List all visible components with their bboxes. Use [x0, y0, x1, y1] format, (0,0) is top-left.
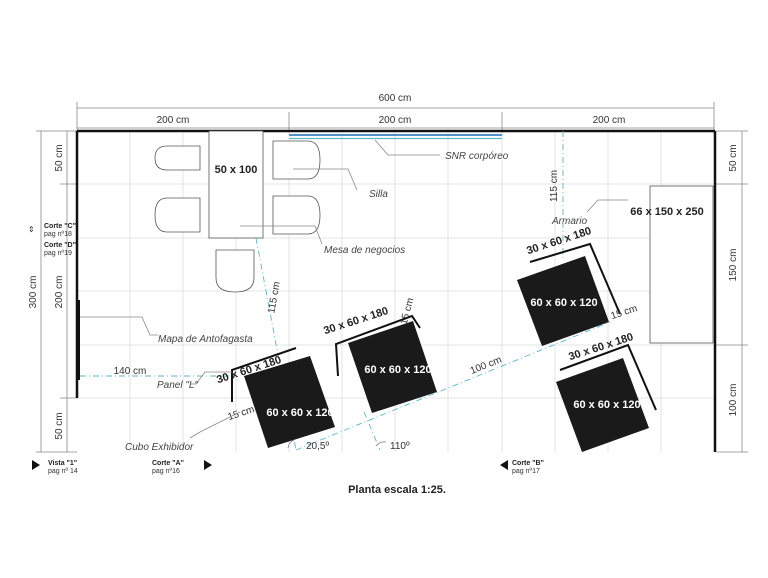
right-arrow-icon: [204, 460, 212, 470]
snr-sign: SNR corpóreo: [289, 134, 509, 162]
panel-label: Panel "L": [157, 380, 198, 391]
left-dimensions: 300 cm 50 cm 200 cm 50 cm: [28, 130, 77, 453]
cabinet: [649, 185, 714, 344]
left-segment-1: 50 cm: [54, 144, 65, 171]
leader-labels: Panel "L" Cubo Exhibidor: [125, 371, 241, 453]
map-area: Mapa de Antofagasta: [78, 300, 253, 380]
vista-1-page: pag nº 14: [48, 468, 78, 475]
mesa-label: Mesa de negocios: [324, 245, 405, 256]
corte-b-label: Corte "B": [512, 460, 544, 467]
corte-c-page: pag nº18: [44, 231, 72, 238]
walls: [75, 129, 717, 452]
l-panel: [334, 314, 421, 377]
chair: [272, 195, 321, 235]
top-dimensions: 600 cm 200 cm 200 cm 200 cm: [76, 93, 715, 134]
updown-arrow-icon: ⇕: [28, 225, 35, 234]
cube-size-label: 60 x 60 x 120: [573, 399, 640, 411]
corte-d-label: Corte "D": [44, 242, 76, 249]
corte-d-page: pag nº19: [44, 250, 72, 257]
right-segment-3: 100 cm: [728, 384, 739, 417]
chair: [272, 140, 321, 180]
measure-15-c: 15 cm: [227, 404, 256, 423]
measure-15-b: 15 cm: [610, 303, 639, 322]
snr-label: SNR corpóreo: [445, 151, 509, 162]
measure-100: 100 cm: [469, 354, 504, 376]
right-dimensions: 50 cm 150 cm 100 cm: [716, 130, 748, 453]
corte-b-page: pag nº17: [512, 468, 540, 475]
width-segment-1: 200 cm: [157, 115, 190, 126]
measure-140: 140 cm: [114, 366, 147, 377]
chair: [154, 145, 201, 171]
width-segment-3: 200 cm: [593, 115, 626, 126]
right-segment-1: 50 cm: [728, 144, 739, 171]
left-arrow-icon: [500, 460, 508, 470]
cube-3: 60 x 60 x 120 30 x 60 x 180: [517, 225, 621, 346]
business-area: 50 x 100 Silla Mesa de negocios: [154, 130, 405, 293]
corte-a-page: pag nº16: [152, 468, 180, 475]
chair: [215, 249, 255, 293]
mapa-label: Mapa de Antofagasta: [158, 334, 253, 345]
width-segment-2: 200 cm: [379, 115, 412, 126]
cubo-label: Cubo Exhibidor: [125, 442, 194, 453]
silla-label: Silla: [369, 189, 388, 200]
cube: [517, 256, 609, 346]
cube-size-label: 60 x 60 x 120: [266, 407, 333, 419]
section-refs: ⇕ Corte "C" pag nº18 Corte "D" pag nº19 …: [28, 223, 544, 475]
corte-a-label: Corte "A": [152, 460, 184, 467]
cube: [556, 358, 649, 452]
measure-115-b: 115 cm: [549, 170, 560, 202]
right-segment-2: 150 cm: [728, 249, 739, 282]
armario-label: Armario: [551, 216, 587, 227]
construction-lines: [80, 131, 611, 451]
vista-1-label: Vista "1": [48, 460, 77, 467]
cube-4: 60 x 60 x 120 30 x 60 x 180: [556, 331, 657, 452]
angle-110: 110º: [390, 441, 410, 452]
l-panel: [559, 343, 657, 411]
l-panel: [529, 242, 621, 315]
table-size-label: 50 x 100: [215, 164, 258, 176]
cube-size-label: 60 x 60 x 120: [364, 364, 431, 376]
measure-15-a: 15 cm: [399, 297, 417, 326]
cabinet-area: 66 x 150 x 250 Armario: [551, 185, 714, 344]
left-segment-3: 50 cm: [54, 412, 65, 439]
cube-size-label: 60 x 60 x 120: [530, 297, 597, 309]
left-segment-2: 200 cm: [54, 276, 65, 309]
angle-20-5: 20,5º: [306, 441, 329, 452]
corte-c-label: Corte "C": [44, 223, 76, 230]
cube-2: 60 x 60 x 120 30 x 60 x 180: [322, 305, 437, 413]
measure-115-a: 115 cm: [266, 281, 282, 314]
l-panel: [231, 347, 297, 402]
right-arrow-icon: [32, 460, 40, 470]
total-height-label: 300 cm: [28, 276, 39, 309]
cube: [348, 321, 437, 413]
chair: [154, 197, 201, 233]
cabinet-size-label: 66 x 150 x 250: [630, 206, 703, 218]
cube: [244, 356, 335, 448]
plan-caption: Planta escala 1:25.: [348, 484, 446, 496]
business-table: [208, 130, 264, 239]
total-width-label: 600 cm: [379, 93, 412, 104]
